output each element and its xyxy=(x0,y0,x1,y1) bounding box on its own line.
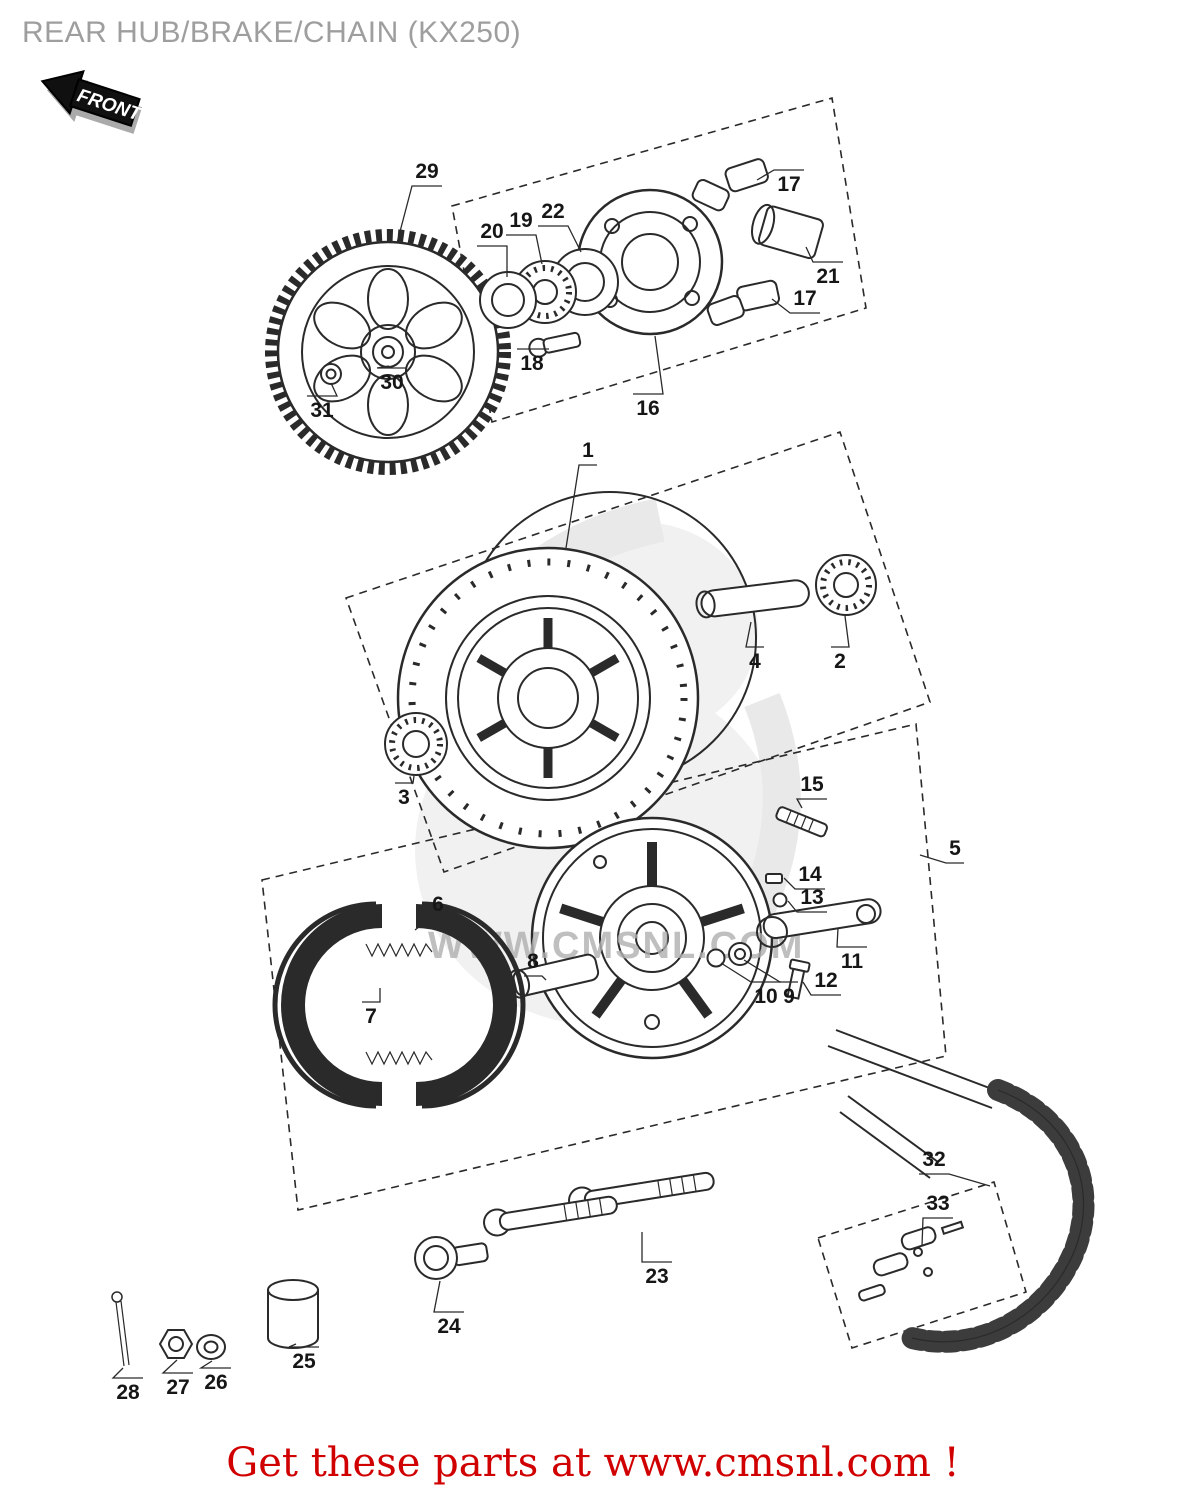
nut-14-drawing xyxy=(765,873,783,884)
leader-line-2-13 xyxy=(831,615,850,648)
dashed-box-masterlink xyxy=(817,1180,1027,1350)
leader-line-27-32 xyxy=(161,1359,193,1374)
leader-line-17-4 xyxy=(756,169,804,181)
leader-line-1-11 xyxy=(565,464,597,549)
bolt-18-drawing xyxy=(528,331,582,358)
leader-line-25-30 xyxy=(288,1343,319,1348)
leader-line-30-9 xyxy=(376,365,407,369)
master-link-drawing xyxy=(858,1220,965,1302)
leader-line-22-3 xyxy=(538,225,582,253)
leader-line-19-2 xyxy=(506,234,543,265)
leader-line-12-24 xyxy=(802,981,841,996)
coupling-drawing xyxy=(479,158,824,358)
washer-13-drawing xyxy=(772,892,788,908)
damper-17a-drawing xyxy=(724,158,769,193)
dashed-box-brake xyxy=(261,723,947,1211)
leader-line-10-22 xyxy=(720,962,781,983)
leader-line-21-5 xyxy=(805,246,843,263)
chain-drawing xyxy=(827,1029,1095,1353)
leader-line-3-14 xyxy=(395,775,415,784)
leader-line-6-19 xyxy=(414,918,447,931)
leader-line-23-28 xyxy=(641,1232,672,1263)
leader-line-20-1 xyxy=(477,245,508,277)
spring-bottom-drawing xyxy=(365,1050,433,1066)
axle-4-drawing xyxy=(695,579,810,619)
leader-line-24-29 xyxy=(433,1280,464,1313)
leader-line-16-8 xyxy=(633,335,664,395)
bearing-3-drawing xyxy=(384,712,448,776)
sprocket-drawing xyxy=(265,229,511,475)
leader-line-29-0 xyxy=(396,185,442,244)
washer-26-drawing xyxy=(196,1334,226,1360)
leader-line-9-23 xyxy=(743,959,798,983)
leader-line-32-26 xyxy=(919,1173,991,1187)
leader-line-31-10 xyxy=(307,382,339,397)
page-title: REAR HUB/BRAKE/CHAIN (KX250) xyxy=(22,16,522,49)
leader-line-14-16 xyxy=(783,877,825,890)
footer-link[interactable]: Get these parts at www.cmsnl.com ! xyxy=(226,1440,960,1486)
leader-line-8-20 xyxy=(524,975,547,981)
leader-line-5-18 xyxy=(919,854,964,864)
spring-top-drawing xyxy=(365,942,433,958)
leader-line-26-31 xyxy=(198,1360,231,1369)
oring-10-drawing xyxy=(706,948,726,968)
bolt-23b-drawing xyxy=(483,1195,618,1237)
leader-line-7-21 xyxy=(362,988,381,1003)
leader-line-4-12 xyxy=(745,621,764,648)
leader-line-15-15 xyxy=(795,798,827,809)
leader-line-13-17 xyxy=(787,900,827,913)
spacer-25-drawing xyxy=(267,1279,319,1349)
leader-line-28-33 xyxy=(111,1367,143,1379)
brake-shoes-drawing xyxy=(272,901,526,1109)
bolt-12-drawing xyxy=(786,958,811,1000)
adjuster-15-drawing xyxy=(775,806,829,838)
leader-line-11-25 xyxy=(836,927,867,948)
sleeve-21-drawing xyxy=(751,203,824,260)
leader-line-33-27 xyxy=(921,1217,953,1247)
brake-lever-drawing xyxy=(756,898,882,948)
fasteners-drawing xyxy=(111,1171,715,1367)
dashed-box-hub xyxy=(344,430,932,874)
leader-line-17-6 xyxy=(771,298,820,314)
brake-panel-drawing xyxy=(530,816,774,1060)
washer-9-drawing xyxy=(728,942,752,966)
rear-hub-drawing xyxy=(396,491,757,850)
collar-20-drawing xyxy=(479,271,537,329)
bearing-2-drawing xyxy=(815,554,877,616)
nut-27-drawing xyxy=(158,1329,194,1359)
cotter-pin-28-drawing xyxy=(111,1291,130,1367)
axle-nut-24-drawing xyxy=(414,1236,489,1280)
